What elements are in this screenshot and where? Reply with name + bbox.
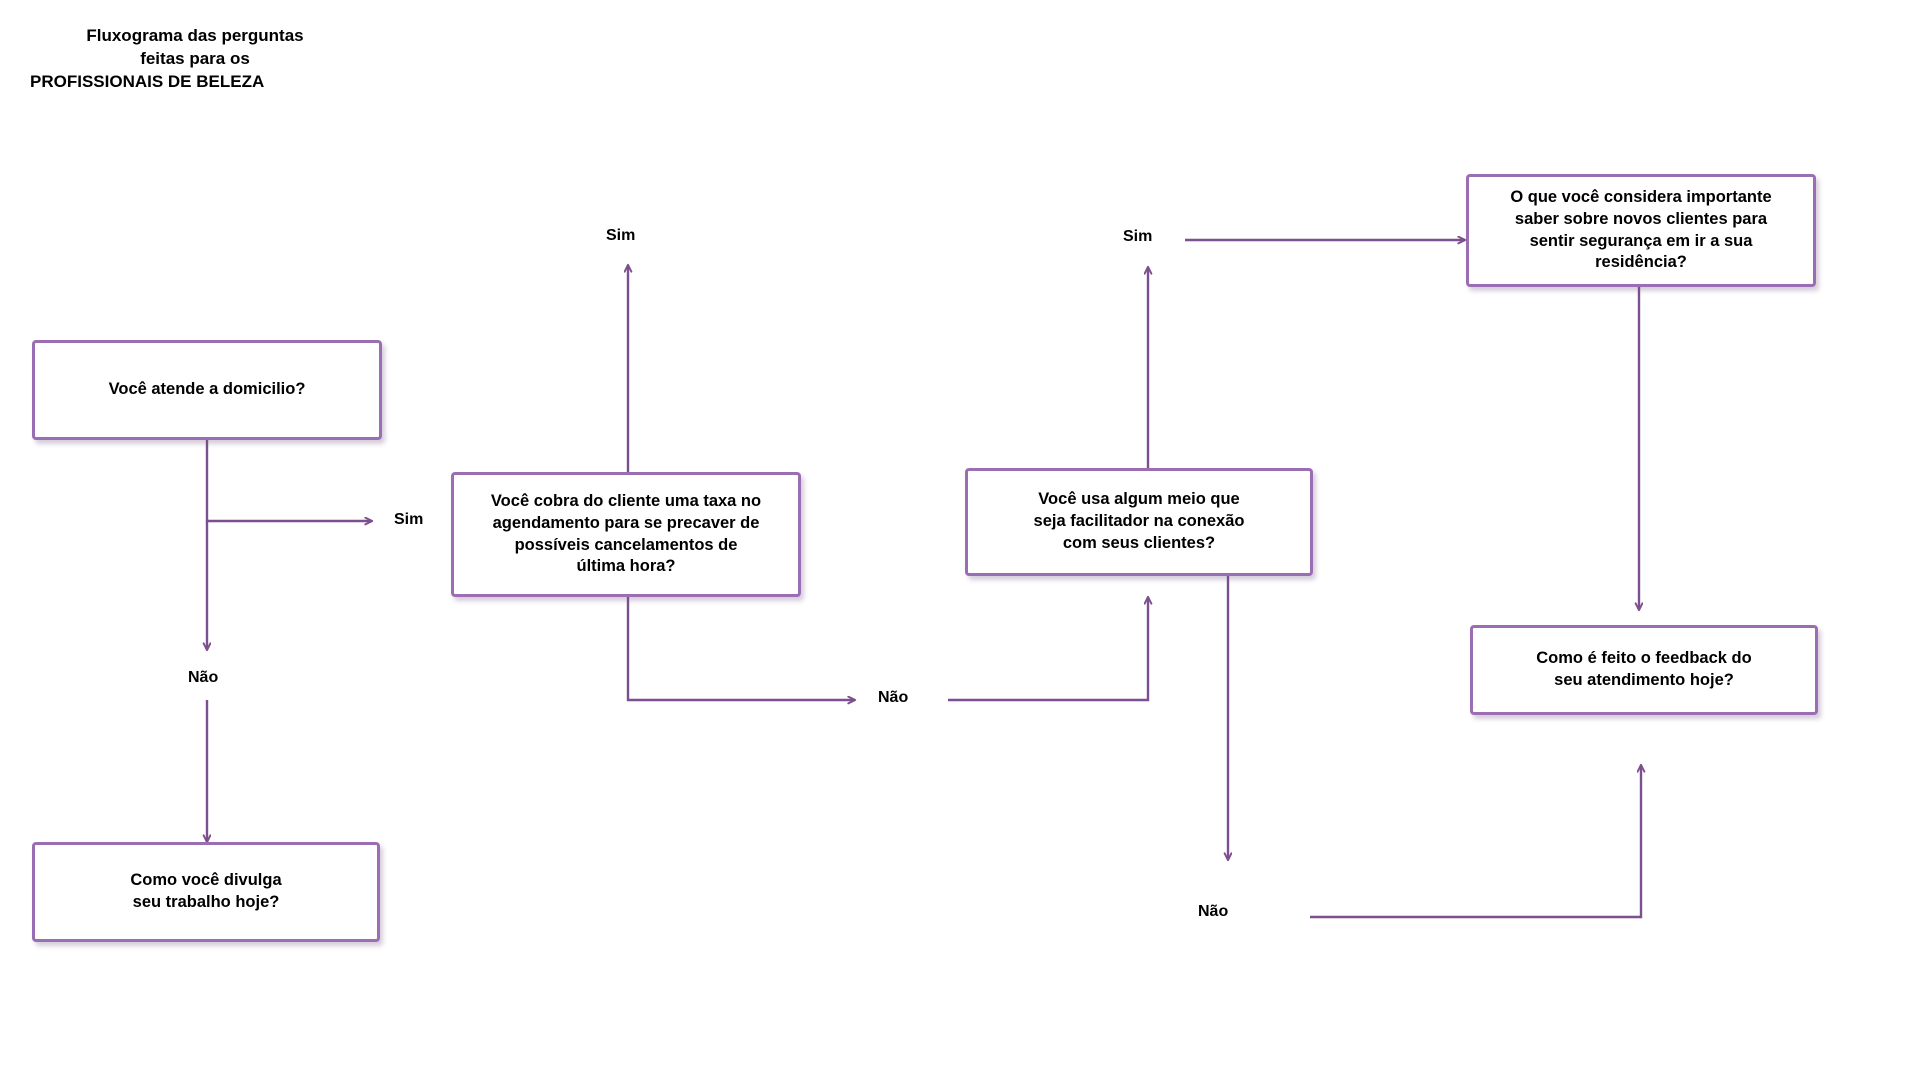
- node-feedback-atendimento[interactable]: Como é feito o feedback do seu atendimen…: [1470, 625, 1818, 715]
- wire-domicilio-sim: [205, 440, 372, 521]
- edge-label-sim-taxa: Sim: [606, 227, 636, 244]
- node-taxa-agendamento[interactable]: Você cobra do cliente uma taxa no agenda…: [451, 472, 801, 597]
- title-line-1: Fluxograma das perguntas: [86, 26, 304, 45]
- title-line-2: feitas para os: [140, 48, 250, 68]
- wire-taxa-nao: [626, 597, 855, 700]
- edge-label-sim-meio: Sim: [1123, 228, 1153, 245]
- title-line-3: PROFISSIONAIS DE BELEZA: [30, 71, 265, 91]
- edge-label-nao-domicilio: Não: [188, 669, 219, 686]
- edge-label-nao-meio: Não: [1198, 903, 1229, 920]
- node-novos-clientes-seguranca[interactable]: O que você considera importante saber so…: [1466, 174, 1816, 287]
- edge-label-nao-taxa: Não: [878, 689, 909, 706]
- node-atende-domicilio[interactable]: Você atende a domicilio?: [32, 340, 382, 440]
- page-title: Fluxograma das perguntas feitas para os …: [30, 25, 360, 94]
- node-divulga-trabalho[interactable]: Como você divulga seu trabalho hoje?: [32, 842, 380, 942]
- node-meio-facilitador[interactable]: Você usa algum meio que seja facilitador…: [965, 468, 1313, 576]
- wire-nao-to-feedback: [1310, 765, 1641, 919]
- wire-nao-to-meio: [948, 597, 1148, 702]
- edge-label-sim-domicilio: Sim: [394, 511, 424, 528]
